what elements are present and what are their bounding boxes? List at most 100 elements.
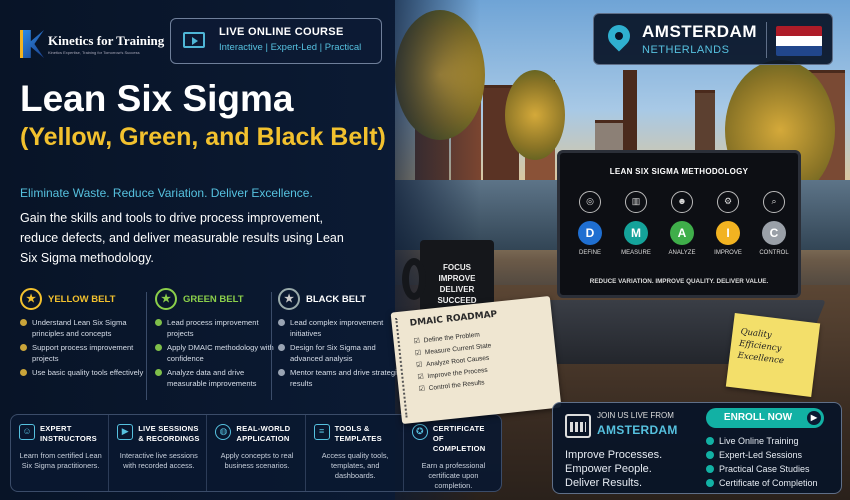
yellow-belt-column: YELLOW BELT Understand Lean Six Sigma pr…	[20, 288, 144, 383]
course-badge-title: LIVE ONLINE COURSE	[219, 26, 344, 38]
black-medal-icon	[278, 288, 300, 310]
brand-logo: Kinetics for Training Kinetics Expertise…	[20, 30, 164, 58]
video-icon: ▶	[117, 424, 134, 440]
step-label: IMPROVE	[714, 250, 742, 256]
feature-title: TOOLS & TEMPLATES	[334, 424, 382, 443]
location-badge: AMSTERDAM NETHERLANDS	[593, 13, 833, 65]
benefit-item: Live Online Training	[706, 434, 818, 448]
enroll-button[interactable]: ENROLL NOW ▶	[706, 408, 824, 428]
course-badge-subtitle: Interactive | Expert-Led | Practical	[219, 42, 362, 53]
divider	[271, 292, 272, 400]
green-belt-column: GREEN BELT Lead process improvement proj…	[155, 288, 279, 393]
belt-title: YELLOW BELT	[48, 293, 116, 305]
step-circle: D	[578, 221, 602, 245]
methodology-tagline: REDUCE VARIATION. IMPROVE QUALITY. DELIV…	[589, 278, 769, 285]
instructor-icon: ☺	[19, 424, 35, 440]
feature-desc: Apply concepts to real business scenario…	[220, 451, 294, 470]
target-icon: ◎	[579, 191, 601, 213]
belt-item: Use basic quality tools effectively	[20, 368, 144, 379]
document-icon: ≡	[313, 424, 330, 440]
features-bar: ☺ EXPERT INSTRUCTORS Learn from certified…	[10, 414, 502, 492]
join-line: Empower People.	[565, 463, 652, 475]
belt-item: Design for Six Sigma and advanced analys…	[278, 343, 402, 364]
mug-text: DELIVER	[439, 285, 475, 294]
description: Gain the skills and tools to drive proce…	[20, 211, 344, 265]
belt-title: BLACK BELT	[306, 293, 366, 305]
feature-tools: ≡TOOLS & TEMPLATES Access quality tools,…	[306, 415, 404, 491]
belt-item: Analyze data and drive measurable improv…	[155, 368, 279, 389]
join-city: AMSTERDAM	[597, 423, 678, 437]
belt-item: Lead complex improvement initiatives	[278, 318, 402, 339]
tagline: Eliminate Waste. Reduce Variation. Deliv…	[20, 186, 313, 200]
location-country: NETHERLANDS	[642, 44, 730, 56]
certificate-icon: ✪	[411, 424, 428, 440]
join-label: JOIN US LIVE FROM	[597, 411, 674, 420]
yellow-medal-icon	[20, 288, 42, 310]
video-play-icon	[183, 32, 205, 48]
netherlands-flag-icon	[776, 26, 822, 56]
black-belt-column: BLACK BELT Lead complex improvement init…	[278, 288, 402, 393]
feature-live-sessions: ▶LIVE SESSIONS & RECORDINGS Interactive …	[109, 415, 208, 491]
feature-title: REAL-WORLD APPLICATION	[236, 424, 291, 443]
feature-certificate: ✪CERTIFICATE OF COMPLETION Earn a profes…	[404, 415, 501, 491]
feature-desc: Access quality tools, templates, and das…	[321, 451, 389, 480]
calendar-icon	[565, 414, 591, 438]
benefit-item: Expert-Led Sessions	[706, 448, 818, 462]
step-control: ⌕ C CONTROL	[754, 191, 794, 256]
location-city: AMSTERDAM	[642, 22, 757, 41]
magnifier-icon: ⌕	[763, 191, 785, 213]
green-medal-icon	[155, 288, 177, 310]
brand-tagline: Kinetics Expertise, Training for Tomorro…	[48, 50, 140, 55]
divider	[146, 292, 147, 400]
enroll-benefits: Live Online Training Expert-Led Sessions…	[706, 434, 818, 490]
belt-item: Apply DMAIC methodology with confidence	[155, 343, 279, 364]
feature-title: EXPERT INSTRUCTORS	[40, 424, 97, 443]
belt-item: Lead process improvement projects	[155, 318, 279, 339]
step-circle: C	[762, 221, 786, 245]
location-pin-icon	[603, 20, 635, 52]
benefit-item: Practical Case Studies	[706, 462, 818, 476]
subheadline: (Yellow, Green, and Black Belt)	[20, 123, 386, 151]
feature-title: LIVE SESSIONS & RECORDINGS	[138, 424, 200, 443]
step-circle: I	[716, 221, 740, 245]
step-label: CONTROL	[759, 250, 789, 256]
belt-item: Support process improvement projects	[20, 343, 144, 364]
mug-text: SUCCEED	[437, 296, 477, 305]
enroll-label: ENROLL NOW	[723, 412, 793, 423]
belt-title: GREEN BELT	[183, 293, 244, 305]
join-line: Deliver Results.	[565, 477, 643, 489]
feature-desc: Earn a professional certificate upon com…	[421, 461, 486, 490]
join-line: Improve Processes.	[565, 449, 663, 461]
step-circle: A	[670, 221, 694, 245]
step-circle: M	[624, 221, 648, 245]
logo-mark-icon	[20, 30, 44, 58]
headline: Lean Six Sigma	[20, 78, 294, 119]
flag-stripe	[776, 26, 822, 36]
person-icon: ☻	[671, 191, 693, 213]
brand-name: Kinetics for Training	[48, 33, 165, 48]
flag-stripe	[776, 36, 822, 46]
course-badge: LIVE ONLINE COURSE Interactive | Expert-…	[170, 18, 382, 64]
arrow-right-icon: ▶	[807, 411, 821, 425]
sticky-note: Quality Efficiency Excellence	[725, 313, 821, 397]
chart-icon: ▥	[625, 191, 647, 213]
mug-text: FOCUS	[443, 263, 471, 272]
feature-title: CERTIFICATE OF COMPLETION	[432, 424, 486, 453]
step-label: ANALYZE	[668, 250, 696, 256]
feature-desc: Interactive live sessions with recorded …	[119, 451, 198, 470]
feature-real-world: ◍REAL-WORLD APPLICATION Apply concepts t…	[207, 415, 306, 491]
dmaic-notebook: DMAIC ROADMAP Define the Problem Measure…	[390, 295, 562, 425]
belt-item: Understand Lean Six Sigma principles and…	[20, 318, 144, 339]
feature-desc: Learn from certified Lean Six Sigma prac…	[19, 451, 102, 470]
step-analyze: ☻ A ANALYZE	[662, 191, 702, 256]
globe-icon: ◍	[215, 424, 232, 440]
mug-text: IMPROVE	[438, 274, 476, 283]
step-label: MEASURE	[621, 250, 651, 256]
benefit-item: Certificate of Completion	[706, 476, 818, 490]
feature-instructors: ☺ EXPERT INSTRUCTORS Learn from certified…	[11, 415, 110, 491]
